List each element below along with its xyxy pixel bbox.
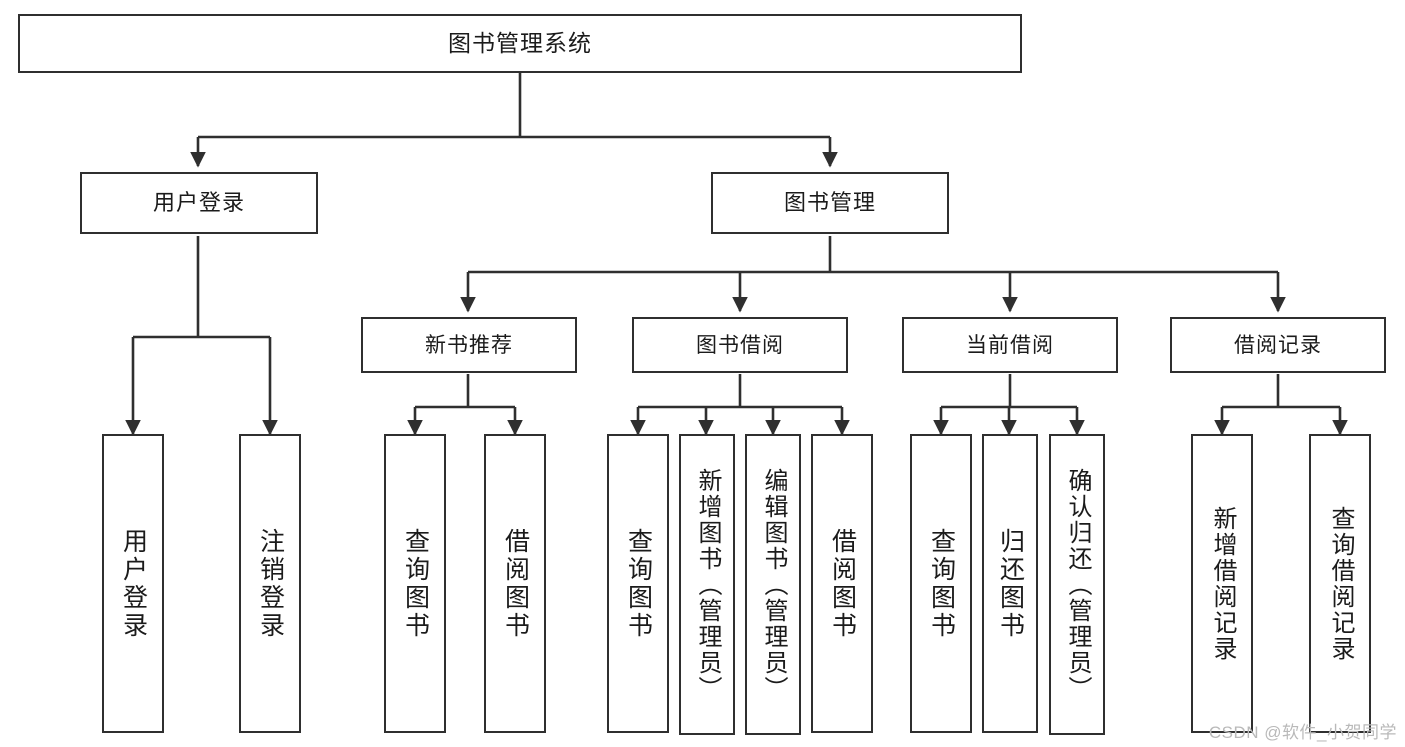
node-current-borrow[interactable]: 当前借阅 [902,317,1118,373]
node-book-borrow[interactable]: 图书借阅 [632,317,848,373]
node-book-management[interactable]: 图书管理 [711,172,949,234]
node-borrow-record[interactable]: 借阅记录 [1170,317,1386,373]
leaf-label: 查询图书 [401,527,430,640]
leaf-query-book-borrow[interactable]: 查询图书 [607,434,669,733]
leaf-label: 查询图书 [927,527,956,640]
leaf-label: 用户登录 [119,527,148,640]
leaf-add-borrow-record[interactable]: 新增借阅记录 [1191,434,1253,733]
node-label: 用户登录 [152,190,245,215]
leaf-query-book-recommend[interactable]: 查询图书 [384,434,446,733]
leaf-label: 编辑图书（管理员） [759,467,787,702]
leaf-user-login[interactable]: 用户登录 [102,434,164,733]
leaf-label: 新增图书（管理员） [693,467,721,702]
leaf-label: 借阅图书 [501,527,530,640]
node-root-book-management-system[interactable]: 图书管理系统 [18,14,1022,73]
node-label: 新书推荐 [425,333,513,357]
leaf-edit-book[interactable]: 编辑图书（管理员） [745,434,801,735]
node-label: 图书管理 [783,190,876,215]
csdn-watermark: CSDN @软件_小贺同学 [1208,723,1397,742]
leaf-return-book[interactable]: 归还图书 [982,434,1038,733]
leaf-query-borrow-record[interactable]: 查询借阅记录 [1309,434,1371,733]
leaf-borrow-book[interactable]: 借阅图书 [811,434,873,733]
leaf-query-book-current[interactable]: 查询图书 [910,434,972,733]
leaf-label: 查询借阅记录 [1326,505,1354,662]
leaf-confirm-return[interactable]: 确认归还（管理员） [1049,434,1105,735]
leaf-label: 确认归还（管理员） [1063,467,1091,702]
leaf-label: 归还图书 [996,527,1025,640]
leaf-label: 注销登录 [256,527,285,640]
node-label: 借阅记录 [1234,333,1322,357]
node-label: 图书管理系统 [448,30,592,56]
leaf-label: 查询图书 [624,527,653,640]
leaf-borrow-book-recommend[interactable]: 借阅图书 [484,434,546,733]
node-label: 图书借阅 [696,333,784,357]
leaf-user-logout[interactable]: 注销登录 [239,434,301,733]
leaf-label: 借阅图书 [828,527,857,640]
node-user-login[interactable]: 用户登录 [80,172,318,234]
node-label: 当前借阅 [966,333,1054,357]
leaf-label: 新增借阅记录 [1208,505,1236,662]
leaf-add-book[interactable]: 新增图书（管理员） [679,434,735,735]
node-new-book-recommend[interactable]: 新书推荐 [361,317,577,373]
